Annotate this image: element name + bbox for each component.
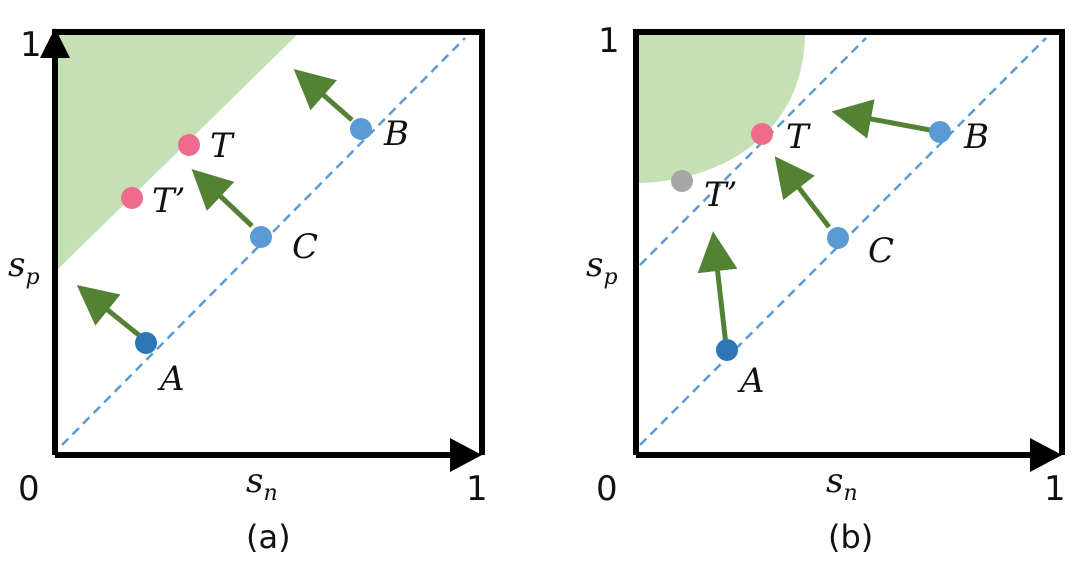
panel-b-label-t: T	[786, 117, 811, 157]
panel-a-arrow-c	[191, 168, 254, 228]
panel-a-caption: (a)	[246, 518, 291, 556]
panel-a-arrow-b	[293, 68, 354, 122]
panel-a-frame	[52, 29, 485, 455]
panel-a-y-max: 1	[20, 25, 42, 65]
panel-a-target-region	[55, 32, 300, 272]
panel-b-label-c: C	[868, 231, 894, 271]
panel-b-point-t	[751, 123, 773, 145]
panel-a-point-t-prime	[121, 187, 143, 209]
panel-b-point-c	[827, 227, 849, 249]
panel-a-label-b: B	[383, 114, 409, 154]
panel-a-point-b	[350, 118, 372, 140]
panel-b-x-arrow-icon	[1030, 438, 1062, 472]
panel-b-frame	[633, 29, 1065, 455]
panel-b-target-region	[636, 32, 805, 183]
panel-b-arrow-a	[697, 231, 738, 346]
panel-b-y-label: sp	[586, 245, 618, 290]
panel-b-label-t-prime: T’	[704, 175, 738, 215]
panel-b-point-a	[716, 339, 738, 361]
panel-a-origin: 0	[18, 469, 40, 509]
panel-b-x-label: sn	[826, 461, 858, 506]
panel-a-point-t	[178, 134, 200, 156]
panel-a-x-label: sn	[246, 461, 278, 506]
panel-b-y-max: 1	[598, 21, 620, 61]
panel-b-arrow-b	[831, 99, 931, 139]
panel-a-point-a	[135, 332, 157, 354]
panel-b-arrow-c	[774, 156, 831, 229]
panel-a-arrow-a	[76, 285, 142, 338]
panel-a-label-t: T	[210, 126, 235, 166]
panel-a-label-a: A	[157, 359, 185, 399]
panel-b-label-a: A	[737, 361, 765, 401]
panel-b-point-t-prime	[671, 170, 693, 192]
panel-a-label-c: C	[292, 227, 318, 267]
panel-b: A C B T T’ 1 0 1 sn sp (b)	[586, 21, 1066, 556]
panel-a: A C B T T’ 1 0 1 sn sp (a)	[8, 25, 488, 556]
panel-b-label-b: B	[963, 117, 989, 157]
panel-a-y-label: sp	[8, 245, 40, 290]
panel-a-point-c	[250, 226, 272, 248]
panel-a-x-max: 1	[466, 469, 488, 509]
panel-b-caption: (b)	[828, 518, 873, 556]
panel-b-dashed-line-upper	[639, 37, 867, 266]
panel-a-label-t-prime: T’	[152, 181, 186, 221]
panel-b-x-max: 1	[1044, 469, 1066, 509]
panel-b-point-b	[929, 121, 951, 143]
panel-b-origin: 0	[596, 469, 618, 509]
panel-a-x-arrow-icon	[450, 438, 482, 472]
panel-a-y-arrow-icon	[40, 28, 70, 58]
